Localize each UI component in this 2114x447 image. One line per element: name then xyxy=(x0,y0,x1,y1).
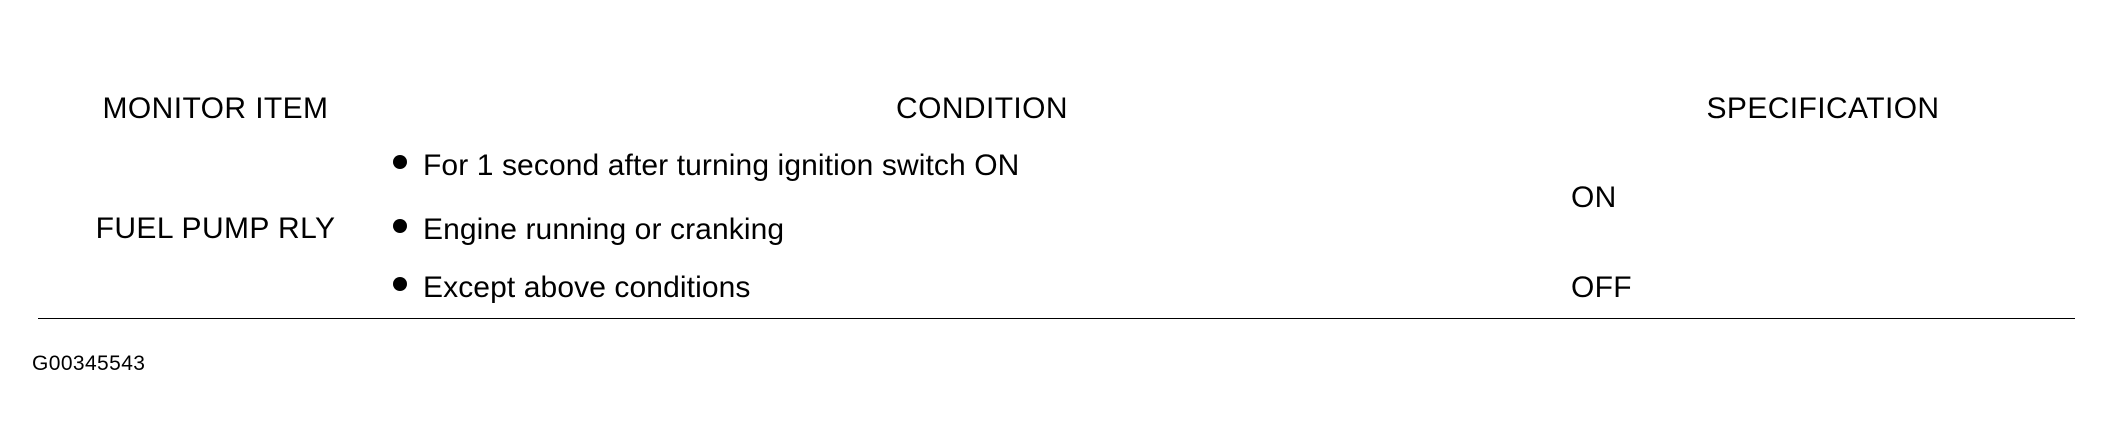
bullet-icon xyxy=(393,155,407,170)
cell-condition-on: For 1 second after turning ignition swit… xyxy=(393,139,1571,258)
column-header-specification: SPECIFICATION xyxy=(1571,78,2075,139)
cell-specification-off: OFF xyxy=(1571,257,2075,318)
condition-list-item: Except above conditions xyxy=(393,271,1571,305)
cell-condition-off: Except above conditions xyxy=(393,257,1571,318)
bullet-icon xyxy=(393,276,407,291)
table-row: FUEL PUMP RLY For 1 second after turning… xyxy=(38,139,2075,318)
figure-caption: G00345543 xyxy=(32,352,146,375)
condition-text: Except above conditions xyxy=(423,270,751,304)
table-body: FUEL PUMP RLY For 1 second after turning… xyxy=(38,139,2075,318)
monitor-specification-table: MONITOR ITEM CONDITION SPECIFICATION FUE… xyxy=(38,78,2075,318)
bullet-icon xyxy=(393,219,407,234)
cell-specification-on: ON xyxy=(1571,139,2075,258)
condition-list-item: Engine running or cranking xyxy=(393,213,1571,247)
column-header-condition: CONDITION xyxy=(393,78,1571,139)
condition-list-item: For 1 second after turning ignition swit… xyxy=(393,149,1571,183)
condition-list-off: Except above conditions xyxy=(393,271,1571,305)
condition-text: For 1 second after turning ignition swit… xyxy=(423,149,1020,183)
condition-list-on: For 1 second after turning ignition swit… xyxy=(393,149,1571,247)
cell-monitor-item: FUEL PUMP RLY xyxy=(38,139,393,318)
table-row: Except above conditions OFF xyxy=(38,257,2075,318)
table-header-row: MONITOR ITEM CONDITION SPECIFICATION xyxy=(38,78,2075,139)
table-header: MONITOR ITEM CONDITION SPECIFICATION xyxy=(38,78,2075,139)
column-header-monitor-item: MONITOR ITEM xyxy=(38,78,393,139)
condition-text: Engine running or cranking xyxy=(423,213,785,247)
